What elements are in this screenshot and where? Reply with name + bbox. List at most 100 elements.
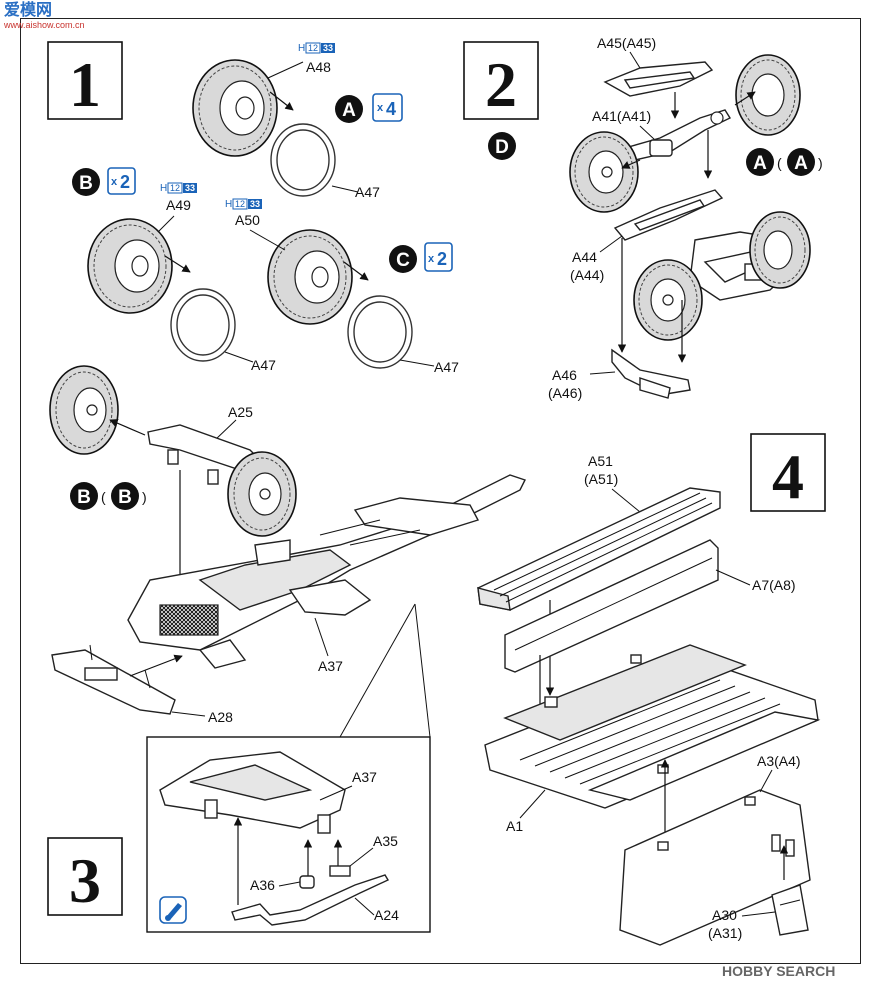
arrow-a50 (343, 261, 369, 281)
arrow-wheel-b (109, 419, 146, 436)
step-4-number: 4 (772, 441, 804, 512)
svg-text:x: x (377, 102, 384, 114)
leader-a48 (267, 61, 304, 79)
label-a37: A37 (318, 658, 343, 674)
leader-a47-3 (399, 359, 435, 367)
watermark-brand: HOBBY SEARCH (722, 963, 836, 979)
leader-a45 (629, 51, 641, 69)
watermark-bottom: HOBBY SEARCH (722, 963, 835, 979)
arrow-wheel-left (621, 159, 641, 169)
label-a28: A28 (208, 709, 233, 725)
part-a1-bed (484, 644, 821, 809)
arrow-a28 (129, 654, 183, 677)
leader-a28 (171, 711, 206, 717)
leader-a47-1 (331, 185, 359, 193)
label-a47-3: A47 (434, 359, 459, 375)
label-a49: A49 (166, 197, 191, 213)
paint-code-a49: H 12 33 (160, 182, 197, 194)
leader-a37 (314, 617, 329, 657)
step-1-box: 1 (47, 41, 123, 120)
part-a35 (329, 865, 351, 877)
label-a47-1: A47 (355, 184, 380, 200)
part-a41-axle (623, 109, 732, 161)
svg-text:33: 33 (250, 199, 260, 209)
tag-d: D (488, 132, 516, 160)
part-a7-side (504, 539, 719, 673)
label-a46: A46 (552, 367, 577, 383)
svg-text:x: x (111, 176, 118, 188)
chassis-frame (127, 474, 526, 669)
label-a44: A44 (572, 249, 597, 265)
arrow-wheel-rt (734, 91, 756, 106)
part-a51-bench (477, 487, 721, 611)
wheel-step2-left (569, 131, 639, 213)
leader-a3 (759, 769, 773, 793)
ring-a47-3 (347, 295, 413, 369)
label-a41: A41(A41) (592, 108, 651, 124)
arrow-a48 (269, 91, 294, 111)
callout-line-1 (339, 603, 416, 738)
label-a44-paren: (A44) (570, 267, 604, 283)
svg-text:4: 4 (386, 99, 396, 119)
instruction-frame (20, 18, 861, 964)
paint-code-a50: H 12 33 (225, 198, 262, 210)
label-a30: A30 (712, 907, 737, 923)
label-a36: A36 (250, 877, 275, 893)
tag-c-x2: C x 2 (389, 242, 453, 273)
leader-a30 (741, 911, 776, 917)
tag-b-paren-b: B ( B ) (70, 482, 147, 510)
leader-a50 (249, 229, 286, 251)
ring-a47-1 (270, 123, 336, 197)
wheel-step2-right-mid (749, 211, 811, 289)
part-a36 (299, 875, 315, 889)
leader-a25 (214, 419, 237, 441)
label-a46-paren: (A46) (548, 385, 582, 401)
label-a48: A48 (306, 59, 331, 75)
svg-text:12: 12 (308, 43, 318, 53)
tag-b-x2: B x 2 (72, 167, 136, 196)
svg-text:2: 2 (120, 172, 130, 192)
leader-a7 (715, 569, 751, 586)
svg-text:H: H (298, 43, 305, 54)
part-a44-spring (613, 189, 724, 241)
watermark-top: 爱模网 www.aishow.com.cn (4, 2, 85, 30)
part-a46 (611, 348, 691, 399)
leader-a46 (589, 371, 616, 375)
part-a3-panel (619, 789, 811, 946)
label-a3: A3(A4) (757, 753, 801, 769)
svg-text:(: ( (777, 155, 782, 171)
step-2-box: 2 (463, 41, 539, 120)
svg-text:12: 12 (170, 183, 180, 193)
svg-text:A: A (342, 100, 356, 121)
label-a50: A50 (235, 212, 260, 228)
step-4-box: 4 (750, 433, 826, 512)
leader-a1 (519, 789, 546, 819)
watermark-logo: 爱模网 (4, 2, 53, 19)
label-a1: A1 (506, 818, 523, 834)
svg-text:D: D (495, 137, 509, 158)
step-1-number: 1 (69, 49, 101, 120)
svg-text:33: 33 (185, 183, 195, 193)
label-a25: A25 (228, 404, 253, 420)
label-a24: A24 (374, 907, 399, 923)
label-a45: A45(A45) (597, 35, 656, 51)
svg-text:12: 12 (235, 199, 245, 209)
wheel-a50 (267, 229, 353, 325)
wheel-step2-left-bottom (633, 259, 703, 341)
svg-text:H: H (225, 199, 232, 210)
wheel-step3-left (49, 365, 119, 455)
leader-a47-2 (224, 351, 254, 363)
leader-a41 (639, 125, 656, 141)
tag-a-x4: A x 4 (335, 93, 403, 123)
label-a51: A51 (588, 453, 613, 469)
label-a47-2: A47 (251, 357, 276, 373)
label-a35: A35 (373, 833, 398, 849)
label-a31: (A31) (708, 925, 742, 941)
leader-a49 (157, 215, 175, 233)
tag-a-paren-a: A ( A ) (746, 148, 823, 176)
svg-text:B: B (118, 487, 132, 508)
part-a28-bumper (51, 644, 176, 715)
ring-a47-2 (170, 288, 236, 362)
svg-text:B: B (77, 487, 91, 508)
